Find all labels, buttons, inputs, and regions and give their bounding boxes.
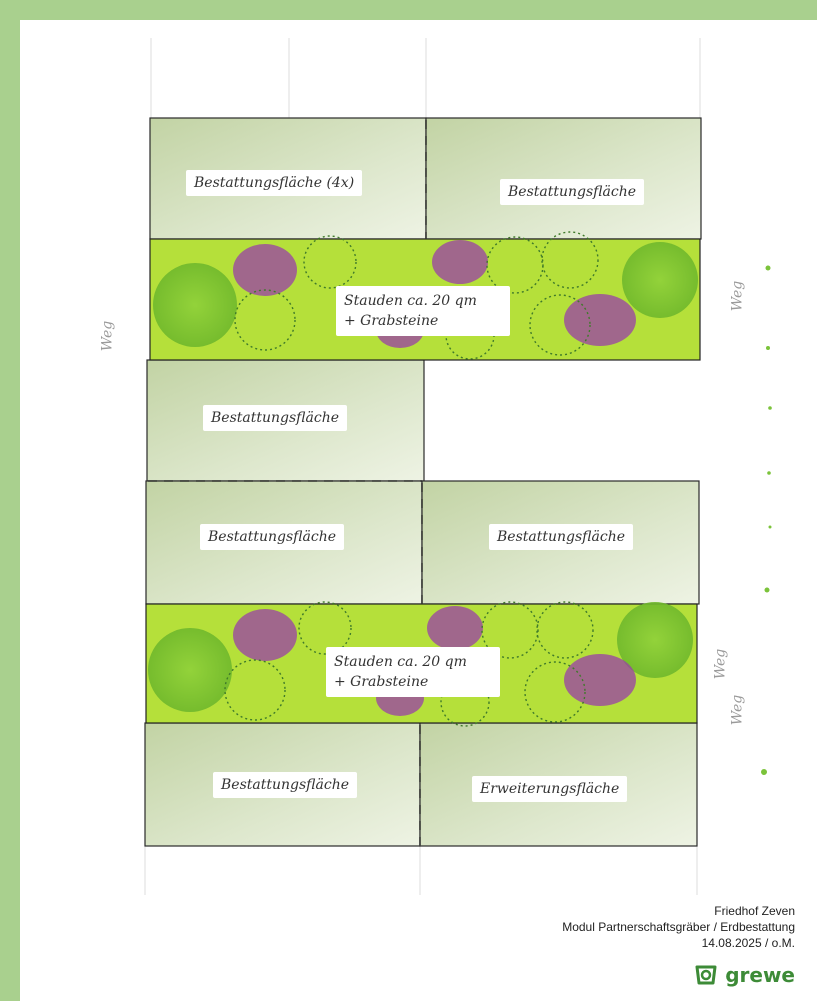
planting-label-top-line1: Stauden ca. 20 qm: [344, 293, 477, 309]
plot-label-burial-bottom-left: Bestattungsfläche: [213, 772, 357, 798]
plot-label-extension: Erweiterungsfläche: [472, 776, 628, 802]
title-block: Friedhof Zeven Modul Partnerschaftsgräbe…: [562, 903, 795, 951]
path-label-right-mid: Weg: [712, 648, 729, 680]
grewe-logo: grewe: [693, 963, 795, 987]
edge-dots: [761, 265, 772, 775]
title-block-line2: Modul Partnerschaftsgräber / Erdbestattu…: [562, 920, 795, 934]
title-block-line1: Friedhof Zeven: [714, 904, 795, 918]
path-label-right-top: Weg: [729, 280, 746, 312]
grewe-logo-icon: [695, 965, 717, 985]
plot-label-burial-mid-left: Bestattungsfläche: [203, 405, 347, 431]
plot-label-burial-top-right: Bestattungsfläche: [500, 179, 644, 205]
title-block-line3: 14.08.2025 / o.M.: [701, 936, 795, 950]
planting-label-top-line2: + Grabsteine: [344, 313, 439, 329]
planting-label-bottom-line2: + Grabsteine: [334, 674, 429, 690]
plot-label-burial-4x: Bestattungsfläche (4x): [186, 170, 363, 196]
frame-left-bar: [0, 0, 20, 1001]
plot-label-burial-row3-left: Bestattungsfläche: [200, 524, 344, 550]
plot-label-burial-row3-right: Bestattungsfläche: [489, 524, 633, 550]
plots: [144, 117, 702, 847]
path-label-right-bottom: Weg: [729, 694, 746, 726]
plot-top-right: [425, 117, 702, 240]
logo-text: grewe: [725, 963, 795, 987]
grid-lines: [144, 38, 701, 895]
planting-label-top: Stauden ca. 20 qm + Grabsteine: [336, 286, 510, 336]
planting-label-bottom: Stauden ca. 20 qm + Grabsteine: [326, 647, 500, 697]
planting-label-bottom-line1: Stauden ca. 20 qm: [334, 654, 467, 670]
dashed-dividers: [148, 120, 427, 845]
path-label-left: Weg: [99, 320, 116, 352]
frame-top-bar: [0, 0, 817, 20]
